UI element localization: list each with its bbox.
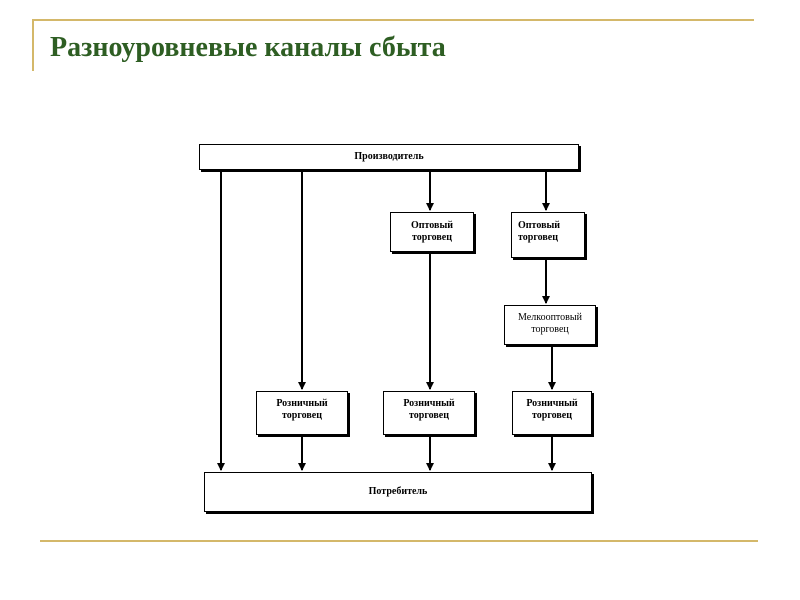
small-wholesaler-label-line1: Мелкооптовый	[518, 312, 582, 323]
retailer-box-1: Розничный торговец	[256, 391, 348, 435]
consumer-label: Потребитель	[368, 486, 428, 497]
left-decor-line	[32, 19, 34, 71]
retailer-2-label-line2: торговец	[409, 410, 449, 421]
producer-box: Производитель	[199, 144, 579, 170]
slide-title: Разноуровневые каналы сбыта	[50, 32, 446, 63]
wholesaler-2-label-line1: Оптовый	[518, 220, 561, 231]
retailer-3-label-line1: Розничный	[526, 398, 578, 409]
wholesaler-1-label-line2: торговец	[411, 232, 452, 243]
wholesaler-2-label-line2: торговец	[518, 232, 558, 243]
producer-label: Производитель	[354, 151, 424, 162]
top-decor-line	[32, 19, 754, 21]
wholesaler-box-1: Оптовый торговец	[390, 212, 474, 252]
retailer-2-label-line1: Розничный	[403, 398, 455, 409]
small-wholesaler-label-line2: торговец	[531, 324, 569, 335]
retailer-box-3: Розничный торговец	[512, 391, 592, 435]
wholesaler-1-label-line1: Оптовый	[410, 220, 454, 231]
retailer-1-label-line2: торговец	[282, 410, 322, 421]
small-wholesaler-box: Мелкооптовый торговец	[504, 305, 596, 345]
retailer-1-label-line1: Розничный	[276, 398, 328, 409]
wholesaler-box-2: Оптовый торговец	[511, 212, 585, 258]
bottom-decor-line	[40, 540, 758, 542]
consumer-box: Потребитель	[204, 472, 592, 512]
retailer-3-label-line2: торговец	[532, 410, 572, 421]
retailer-box-2: Розничный торговец	[383, 391, 475, 435]
